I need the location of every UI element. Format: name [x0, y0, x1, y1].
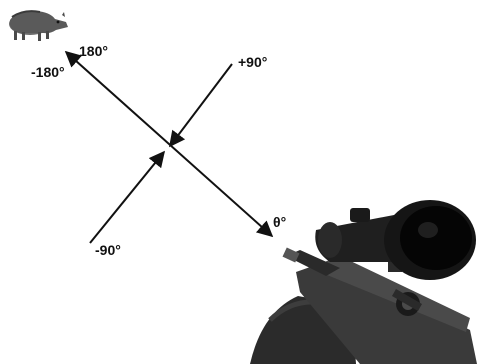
- direction-line-c: [90, 152, 164, 243]
- label-neg180: -180°: [31, 64, 65, 80]
- label-pos90: +90°: [238, 54, 267, 70]
- direction-line-a: [66, 52, 272, 236]
- label-neg90: -90°: [95, 242, 121, 258]
- direction-line-b: [170, 64, 232, 146]
- label-180: 180°: [79, 43, 108, 59]
- label-theta: θ°: [273, 214, 286, 230]
- boar-icon: [9, 11, 68, 41]
